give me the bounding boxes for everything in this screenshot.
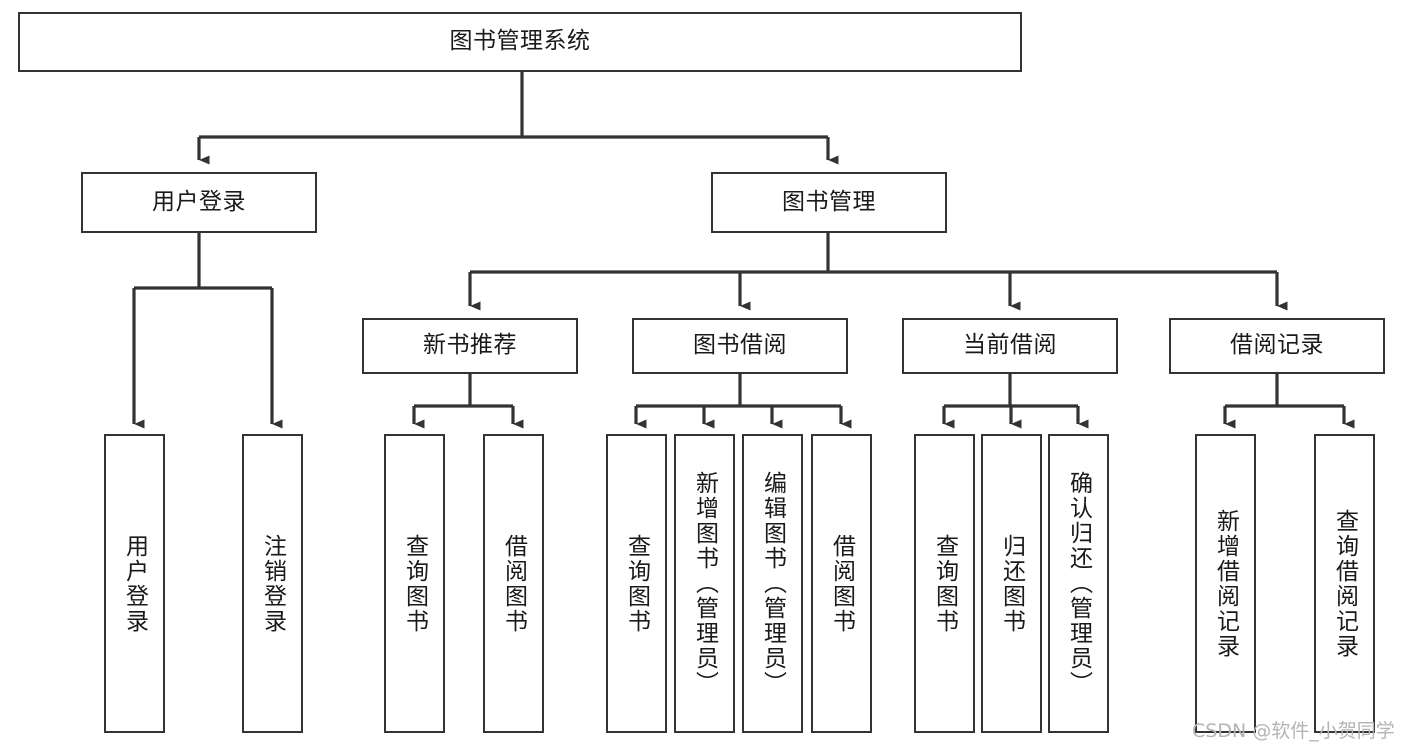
node-leaf-query-record-label: 查询借阅记录 (1331, 508, 1358, 659)
node-root-label: 图书管理系统 (449, 28, 591, 55)
node-new-book-recommend[interactable]: 新书推荐 (362, 318, 578, 374)
node-current-borrow[interactable]: 当前借阅 (902, 318, 1118, 374)
node-user-login-label: 用户登录 (152, 188, 246, 215)
node-leaf-borrow-book-1-label: 借阅图书 (500, 533, 527, 634)
node-leaf-return-book-label: 归还图书 (998, 533, 1025, 634)
node-new-book-recommend-label: 新书推荐 (423, 332, 517, 359)
node-leaf-return-book[interactable]: 归还图书 (981, 434, 1042, 733)
node-user-login[interactable]: 用户登录 (81, 172, 317, 233)
node-leaf-borrow-book-1[interactable]: 借阅图书 (483, 434, 544, 733)
node-leaf-user-login-label: 用户登录 (121, 533, 148, 634)
node-leaf-confirm-return-label: 确认归还（管理员） (1065, 471, 1092, 696)
node-leaf-add-book[interactable]: 新增图书（管理员） (674, 434, 735, 733)
node-leaf-user-login[interactable]: 用户登录 (104, 434, 165, 733)
node-book-manage-label: 图书管理 (782, 188, 876, 215)
node-leaf-add-record[interactable]: 新增借阅记录 (1195, 434, 1256, 733)
node-book-manage[interactable]: 图书管理 (711, 172, 947, 233)
node-leaf-query-book-3-label: 查询图书 (931, 533, 958, 634)
node-leaf-user-logout[interactable]: 注销登录 (242, 434, 303, 733)
node-book-borrow[interactable]: 图书借阅 (632, 318, 848, 374)
node-leaf-query-book-2-label: 查询图书 (623, 533, 650, 634)
node-leaf-query-record[interactable]: 查询借阅记录 (1314, 434, 1375, 733)
node-leaf-add-book-label: 新增图书（管理员） (691, 471, 718, 696)
node-leaf-borrow-book-2-label: 借阅图书 (828, 533, 855, 634)
node-leaf-query-book-2[interactable]: 查询图书 (606, 434, 667, 733)
node-leaf-query-book-1[interactable]: 查询图书 (384, 434, 445, 733)
node-leaf-query-book-3[interactable]: 查询图书 (914, 434, 975, 733)
node-leaf-confirm-return[interactable]: 确认归还（管理员） (1048, 434, 1109, 733)
node-leaf-borrow-book-2[interactable]: 借阅图书 (811, 434, 872, 733)
node-borrow-record-label: 借阅记录 (1230, 332, 1324, 359)
node-leaf-add-record-label: 新增借阅记录 (1212, 508, 1239, 659)
node-borrow-record[interactable]: 借阅记录 (1169, 318, 1385, 374)
node-book-borrow-label: 图书借阅 (693, 332, 787, 359)
node-current-borrow-label: 当前借阅 (963, 332, 1057, 359)
node-leaf-user-logout-label: 注销登录 (259, 533, 286, 634)
node-leaf-edit-book-label: 编辑图书（管理员） (759, 471, 786, 696)
node-leaf-edit-book[interactable]: 编辑图书（管理员） (742, 434, 803, 733)
node-leaf-query-book-1-label: 查询图书 (401, 533, 428, 634)
node-root[interactable]: 图书管理系统 (18, 12, 1022, 72)
